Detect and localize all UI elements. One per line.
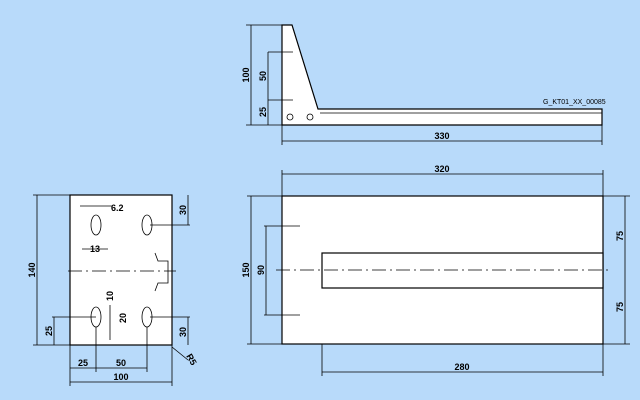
- dim-half-upper: 75: [615, 231, 625, 241]
- din-rail-clip: [154, 252, 169, 292]
- side-profile: [281, 24, 603, 126]
- top-rail: [321, 252, 604, 289]
- dim-top-width: 150: [241, 262, 251, 277]
- screw-icon: [286, 113, 294, 121]
- dim-front-height: 140: [27, 262, 37, 277]
- dim-slot-span: 20: [118, 313, 128, 323]
- dim-hole-span: 90: [256, 265, 266, 275]
- dim-side-height: 100: [241, 67, 251, 82]
- dim-left-offset: 25: [78, 358, 88, 368]
- dim-slot-width: 6.2: [111, 203, 124, 213]
- dim-side-upper: 50: [258, 71, 268, 81]
- dim-bottom-right: 30: [178, 327, 188, 337]
- dim-bottom-offset: 25: [44, 326, 54, 336]
- dim-top-offset: 30: [178, 205, 188, 215]
- dim-top-length: 320: [434, 164, 449, 174]
- dim-slot-gap: 10: [105, 291, 115, 301]
- dim-slot-length: 13: [90, 244, 100, 254]
- dim-radius: R5: [184, 352, 198, 367]
- front-view: 6.2 13 30 10 20 140 25 30 25 50 100 R5: [27, 194, 199, 386]
- screw-icon: [306, 113, 314, 121]
- dim-half-lower: 75: [615, 302, 625, 312]
- dim-side-length: 330: [434, 131, 449, 141]
- dim-side-lower: 25: [258, 107, 268, 117]
- top-view: 320 150 90 75 75 280: [241, 164, 630, 376]
- dim-rail-length: 280: [454, 362, 469, 372]
- front-plate: [69, 194, 173, 346]
- dim-hole-spacing: 50: [116, 358, 126, 368]
- drawing-reference: G_KT01_XX_00085: [543, 99, 606, 106]
- side-view: 100 50 25 330 G_KT01_XX_00085: [241, 24, 606, 145]
- dim-front-width: 100: [113, 372, 128, 382]
